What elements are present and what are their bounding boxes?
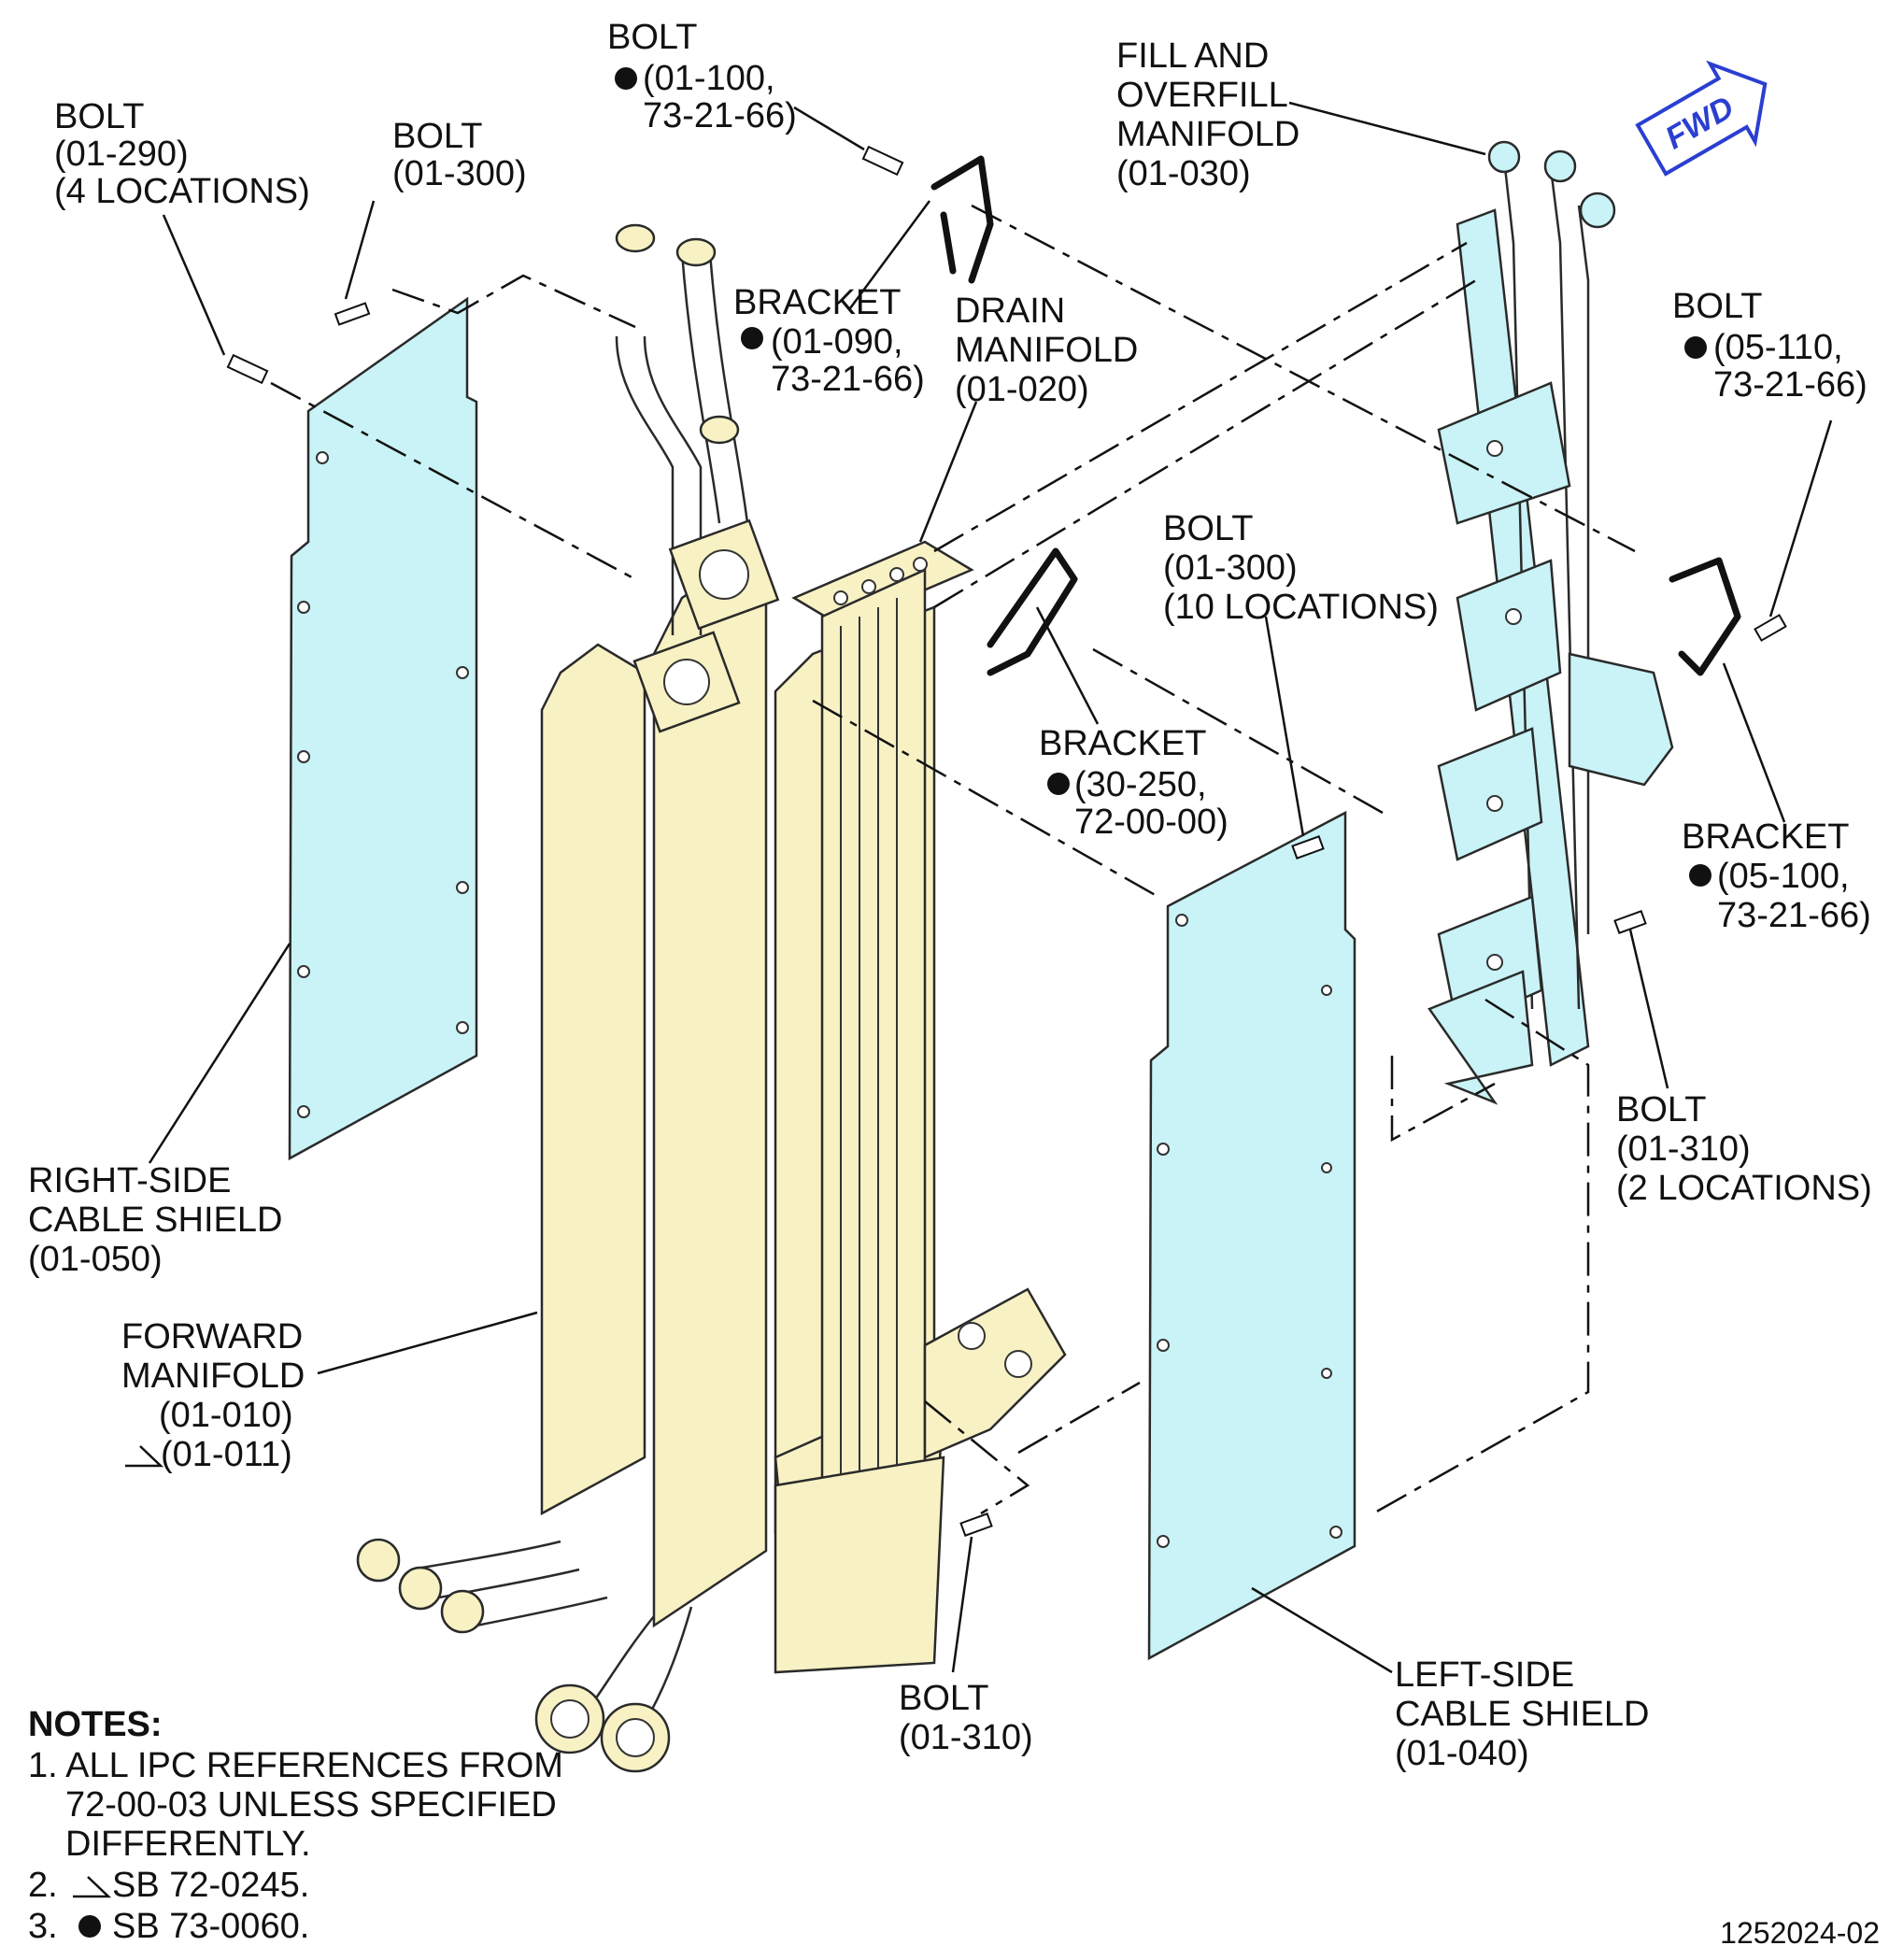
drain-manifold xyxy=(774,540,1067,1674)
callout-bolt-01-310-2: BOLT (01-310) (2 LOCATIONS) xyxy=(1616,1090,1872,1208)
svg-text:BRACKET (30-250, 7: BRACKET (30-250, 72-00-00) xyxy=(1039,724,1229,842)
fill-overfill-manifold xyxy=(1427,140,1674,1105)
callout-left-side-cable-shield: LEFT-SIDE CABLE SHIELD (01-040) xyxy=(1395,1655,1659,1773)
sb-72-0245-marker-icon xyxy=(125,1445,164,1468)
left-side-cable-shield xyxy=(1147,810,1356,1661)
sb-73-0060-marker-icon xyxy=(1047,773,1070,795)
bolt-01-290-icon xyxy=(226,353,269,385)
sb-73-0060-marker-icon xyxy=(741,327,763,349)
bolt-05-110-icon xyxy=(1754,614,1787,642)
callout-bolt-01-100: BOLT (01-100, 73-21-66) xyxy=(607,18,797,135)
svg-text:FORWARD MANIFOLD (: FORWARD MANIFOLD (01-010) (01-011) xyxy=(121,1317,315,1474)
callout-fill-overfill-manifold: FILL AND OVERFILL MANIFOLD (01-030) xyxy=(1116,36,1310,193)
svg-text:BOLT (05-110, 73-2: BOLT (05-110, 73-21-66) xyxy=(1672,287,1868,405)
notes-title: NOTES: xyxy=(28,1705,163,1744)
callout-bolt-05-110: BOLT (05-110, 73-21-66) xyxy=(1672,287,1868,405)
note-2: 2. SB 72-0245. xyxy=(28,1866,309,1905)
callout-bolt-01-300-10: BOLT (01-300) (10 LOCATIONS) xyxy=(1163,509,1439,627)
bracket-01-090 xyxy=(930,155,994,284)
sb-72-0245-marker-icon xyxy=(73,1876,112,1898)
sb-73-0060-marker-icon xyxy=(1684,336,1707,359)
callout-bracket-01-090: BRACKET (01-090, 73-21-66) xyxy=(733,283,925,399)
bolt-01-310-bottom-icon xyxy=(959,1513,993,1537)
callout-bracket-30-250: BRACKET (30-250, 72-00-00) xyxy=(1039,724,1229,842)
right-side-cable-shield xyxy=(288,296,478,1161)
notes-block: NOTES: 1. ALL IPC REFERENCES FROM 72-00-… xyxy=(28,1705,574,1946)
callout-bolt-01-290: BOLT (01-290) (4 LOCATIONS) xyxy=(54,97,310,211)
note-3: 3. SB 73-0060. xyxy=(28,1907,309,1946)
sb-73-0060-marker-icon xyxy=(615,67,637,90)
callout-drain-manifold: DRAIN MANIFOLD (01-020) xyxy=(955,291,1148,409)
bolt-01-300-top-icon xyxy=(334,302,371,326)
note-1: 1. ALL IPC REFERENCES FROM 72-00-03 UNLE… xyxy=(28,1746,574,1864)
bolt-01-310-2-icon xyxy=(1613,910,1647,934)
sb-73-0060-marker-icon xyxy=(78,1915,101,1938)
leader-lines xyxy=(148,101,1833,1674)
callout-bolt-01-310-bottom: BOLT (01-310) xyxy=(899,1679,1033,1757)
fwd-arrow-icon: FWD xyxy=(1635,60,1768,177)
svg-text:BRACKET (05-100, 7: BRACKET (05-100, 73-21-66) xyxy=(1682,817,1871,935)
callout-forward-manifold: FORWARD MANIFOLD (01-010) (01-011) xyxy=(121,1317,315,1474)
assembly-dash-lines xyxy=(270,204,1636,1515)
svg-text:BOLT (01-100, 73-2: BOLT (01-100, 73-21-66) xyxy=(607,18,797,135)
callout-bolt-01-300-top: BOLT (01-300) xyxy=(392,117,527,193)
svg-text:BRACKET (01-090, 7: BRACKET (01-090, 73-21-66) xyxy=(733,283,925,399)
bracket-05-100 xyxy=(1669,557,1741,676)
figure-id: 1252024-02 xyxy=(1720,1916,1880,1950)
bolt-01-300-10-icon xyxy=(1291,835,1325,859)
bolt-01-100-icon xyxy=(861,145,904,177)
callout-bracket-05-100: BRACKET (05-100, 73-21-66) xyxy=(1682,817,1871,935)
bracket-30-250 xyxy=(987,547,1078,676)
sb-73-0060-marker-icon xyxy=(1689,864,1711,887)
callout-right-side-cable-shield: RIGHT-SIDE CABLE SHIELD (01-050) xyxy=(28,1161,292,1279)
